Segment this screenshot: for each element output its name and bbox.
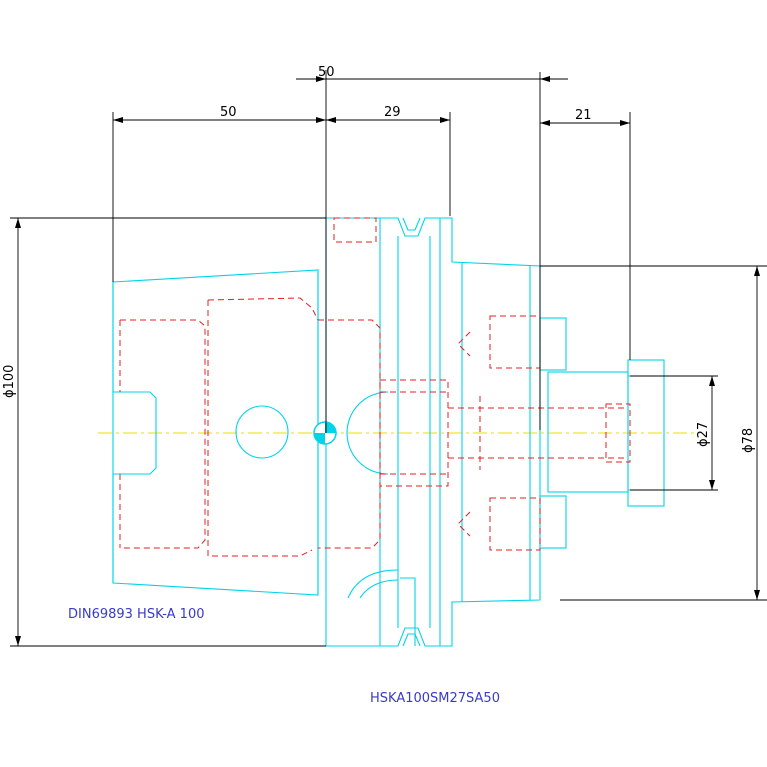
dim-phi100: ϕ100 [2, 365, 17, 398]
standard-label: DIN69893 HSK-A 100 [68, 607, 205, 622]
dim-phi78: ϕ78 [741, 428, 756, 453]
dim-top-50: 50 [318, 65, 335, 80]
dim-left-50: 50 [220, 105, 237, 120]
hidden-lines [119, 217, 631, 557]
dim-phi27: ϕ27 [696, 422, 711, 447]
part-code-label: HSKA100SM27SA50 [370, 691, 500, 706]
center-marker-icon [313, 421, 337, 445]
dim-29: 29 [384, 105, 401, 120]
dimension-lines [10, 70, 767, 647]
shank-bore-circle [235, 405, 289, 459]
flange-body-outline [325, 217, 541, 647]
dim-21: 21 [575, 108, 592, 123]
